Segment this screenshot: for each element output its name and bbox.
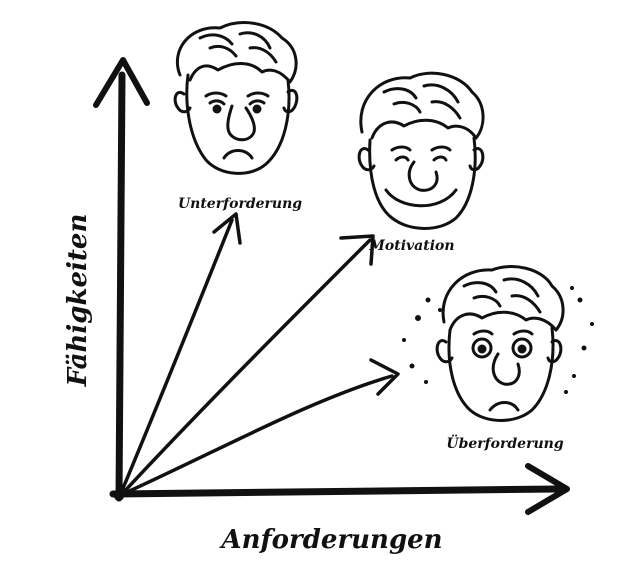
label-motivation: Motivation	[368, 238, 454, 254]
arrow-motivation	[122, 236, 373, 494]
x-axis-label: Anforderungen	[218, 525, 442, 555]
smiling-face-icon	[359, 73, 483, 228]
y-axis	[96, 60, 147, 498]
x-axis	[113, 466, 567, 512]
sad-face-icon	[175, 23, 297, 174]
arrow-underchallenge	[121, 214, 240, 493]
label-ueberforderung: Überforderung	[446, 433, 563, 452]
arrow-overchallenge	[123, 360, 398, 494]
stressed-face-icon	[437, 267, 563, 421]
y-axis-label: Fähigkeiten	[63, 214, 93, 388]
label-unterforderung: Unterforderung	[178, 196, 302, 212]
